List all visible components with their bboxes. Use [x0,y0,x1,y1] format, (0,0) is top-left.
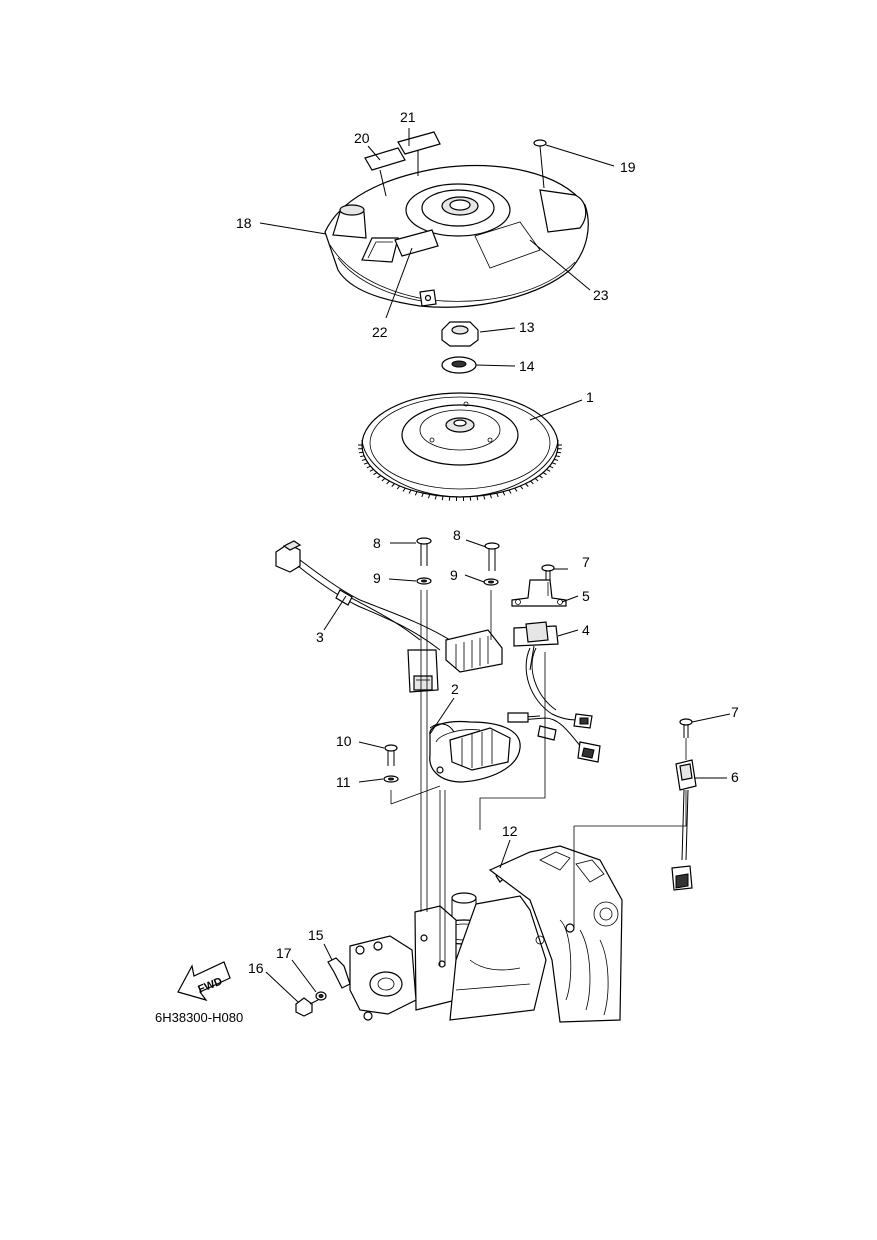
gear-tooth [508,489,512,494]
callout-11: 11 [336,774,351,790]
gear-tooth [360,455,365,458]
bolt-10 [384,744,398,766]
gear-tooth [381,478,386,482]
gear-tooth [361,458,366,461]
callout-4: 4 [582,622,590,638]
leader-lines [259,128,731,1003]
pulser-coil-4 [513,621,593,729]
gear-tooth [408,489,412,494]
gear-tooth [549,465,554,469]
callout-8-right: 8 [453,527,461,543]
bracket-5 [511,579,567,607]
gear-tooth [554,458,559,461]
gear-tooth [502,491,506,496]
callout-14: 14 [519,358,535,374]
screw-19 [533,139,547,189]
stator-base-2 [429,712,601,783]
callout-19: 19 [620,159,636,175]
gear-tooth [555,455,560,458]
callout-17: 17 [276,945,292,961]
gear-tooth [441,496,444,501]
engine-block [295,845,623,1023]
bolt-8-left [416,537,432,566]
callout-23: 23 [593,287,609,303]
gear-tooth [542,472,547,476]
fwd-arrow-icon: FWD [177,961,231,1002]
gear-tooth [363,462,369,465]
sensor-6 [671,759,697,891]
gear-tooth [366,465,371,469]
callout-labels: 1 2 3 4 5 6 7 7 8 8 9 9 10 11 12 13 14 1… [236,109,739,976]
nut-13 [441,321,479,347]
reference-code: 6H38300-H080 [155,1010,243,1025]
gear-tooth [373,472,378,476]
gear-tooth [421,493,424,498]
washer-11 [383,775,399,783]
gear-tooth [514,487,518,492]
callout-13: 13 [519,319,535,335]
callout-10: 10 [336,733,352,749]
gear-tooth [551,462,557,465]
washer-9-left [416,577,432,585]
callout-7-right: 7 [731,704,739,720]
callout-9-right: 9 [450,567,458,583]
gear-tooth [534,478,539,482]
callout-2: 2 [451,681,459,697]
gear-tooth [496,493,499,498]
callout-22: 22 [372,324,388,340]
flywheel [358,392,562,501]
callout-1: 1 [586,389,594,405]
callout-6: 6 [731,769,739,785]
gear-tooth [428,494,431,499]
callout-18: 18 [236,215,252,231]
gear-tooth [489,494,492,499]
gear-tooth [358,451,364,454]
callout-3: 3 [316,629,324,645]
callout-16: 16 [248,960,264,976]
gear-tooth [530,480,534,485]
gear-tooth [434,495,437,500]
callout-7-upper: 7 [582,554,590,570]
screw-7-right [679,718,693,738]
gear-teeth [358,444,562,501]
charge-coil-3 [275,540,503,693]
callout-21: 21 [400,109,416,125]
gear-tooth [414,491,418,496]
callout-8-left: 8 [373,535,381,551]
callout-12: 12 [502,823,518,839]
gear-tooth [476,496,479,501]
gear-tooth [546,468,551,472]
screw-7-upper [541,564,555,582]
gear-tooth [483,495,486,500]
gear-tooth [525,483,529,487]
bolt-8-right [484,542,500,571]
callout-20: 20 [354,130,370,146]
callout-15: 15 [308,927,324,943]
gear-tooth [556,451,562,454]
gear-tooth [391,483,395,487]
gear-tooth [519,485,524,490]
gear-tooth [377,475,382,479]
gear-tooth [402,487,406,492]
gear-tooth [369,468,374,472]
alignment-lines [390,582,687,966]
callout-9-left: 9 [373,570,381,586]
washer-9-right [483,578,499,586]
callout-5: 5 [582,588,590,604]
gear-tooth [538,475,543,479]
gear-tooth [396,485,401,490]
washer-14 [441,356,477,374]
gear-tooth [386,480,390,485]
flywheel-cover [324,131,589,308]
